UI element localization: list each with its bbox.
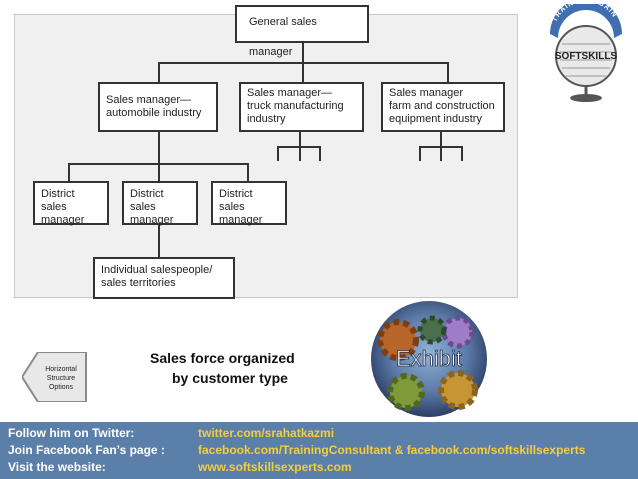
farm-stub-down <box>440 132 442 147</box>
footer-row-website: Visit the website: www.softskillsexperts.… <box>8 460 352 474</box>
district-manager-box-3: District sales manager <box>211 181 287 226</box>
diagram-caption: Sales force organized by customer type <box>150 348 350 388</box>
sales-manager-auto-box: Sales manager— automobile industry <box>98 82 218 132</box>
connector-to-district-1 <box>68 163 70 181</box>
truck-stub-leg <box>319 146 321 161</box>
caption-line-2: by customer type <box>172 370 288 386</box>
softskills-globe-logo: TRAIN AND GAIN SOFTSKILLS <box>540 0 632 104</box>
connector-general-down <box>302 43 304 63</box>
connector-to-district-3 <box>247 163 249 181</box>
connector-to-truck <box>302 62 304 82</box>
district-manager-box-1: District sales manager <box>33 181 109 226</box>
exhibit-gears-badge: Exhibit <box>370 300 488 418</box>
website-link[interactable]: www.softskillsexperts.com <box>198 460 352 474</box>
connector-auto-down <box>158 132 160 164</box>
facebook-link[interactable]: facebook.com/TrainingConsultant & facebo… <box>198 443 586 457</box>
truck-stub-leg <box>299 146 301 161</box>
truck-stub-down <box>299 132 301 147</box>
facebook-label: Join Facebook Fan’s page : <box>8 443 165 457</box>
svg-text:SOFTSKILLS: SOFTSKILLS <box>555 51 618 62</box>
twitter-label: Follow him on Twitter: <box>8 426 135 440</box>
footer-row-twitter: Follow him on Twitter: twitter.com/srahat… <box>8 426 334 440</box>
footer-bar: Follow him on Twitter: twitter.com/srahat… <box>0 422 638 479</box>
connector-to-farm <box>447 62 449 82</box>
sales-manager-farm-box: Sales manager farm and construction equi… <box>381 82 505 132</box>
farm-stub-leg <box>440 146 442 161</box>
general-sales-manager-box: General sales manager <box>235 5 369 58</box>
org-chart-panel: General sales manager Sales manager— aut… <box>14 5 518 299</box>
salespeople-box: Individual salespeople/ sales territorie… <box>93 257 235 299</box>
connector-to-district-2 <box>158 163 160 181</box>
twitter-link[interactable]: twitter.com/srahatkazmi <box>198 426 335 440</box>
caption-line-1: Sales force organized <box>150 350 295 366</box>
truck-stub-leg <box>277 146 279 161</box>
website-label: Visit the website: <box>8 460 106 474</box>
district-manager-box-2: District sales manager <box>122 181 198 226</box>
connector-to-auto <box>158 62 160 82</box>
svg-text:Exhibit: Exhibit <box>396 346 462 371</box>
connector-district-to-salespeople <box>158 225 160 257</box>
arrow-label: Horizontal Structure Options <box>45 366 77 391</box>
footer-row-facebook: Join Facebook Fan’s page : facebook.com/T… <box>8 443 585 457</box>
sales-manager-truck-box: Sales manager— truck manufacturing indus… <box>239 82 364 132</box>
farm-stub-leg <box>419 146 421 161</box>
farm-stub-leg <box>461 146 463 161</box>
horizontal-structure-back-arrow[interactable]: Horizontal Structure Options <box>22 352 88 402</box>
